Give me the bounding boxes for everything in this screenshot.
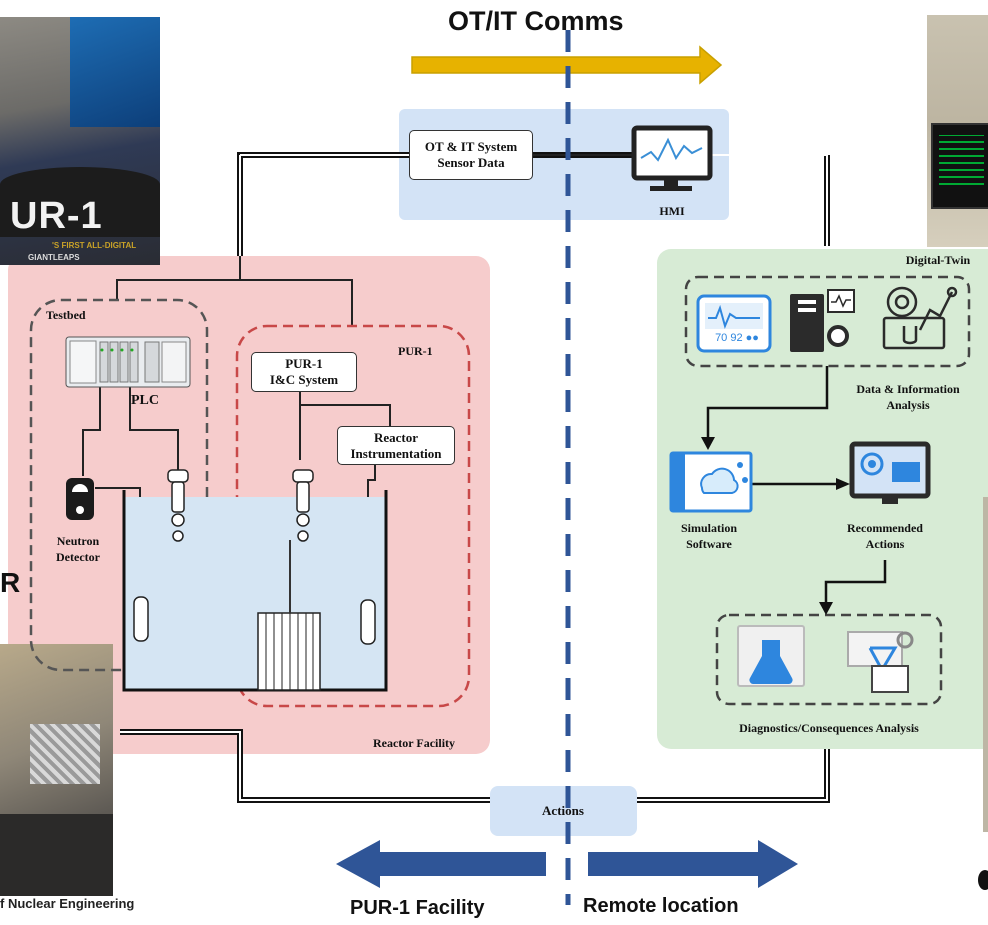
hmi-label: HMI: [659, 204, 685, 218]
ot-it-arrow: [411, 45, 723, 85]
actions-panel: [490, 786, 637, 836]
reactor-facility-label: Reactor Facility: [372, 736, 456, 750]
neutron-detector-icon: [66, 478, 94, 520]
photo-banner-text: 'S FIRST ALL-DIGITAL: [52, 241, 137, 250]
plc-icon: [65, 336, 191, 388]
sensor-data-box: OT & IT System Sensor Data: [409, 130, 533, 180]
recommended-actions-label: Recommended Actions: [847, 521, 923, 551]
photo-caption: f Nuclear Engineering: [0, 896, 135, 911]
analytics-icon: [882, 286, 958, 350]
simulation-software-icon: [669, 451, 753, 513]
actions-label: Actions: [542, 803, 584, 818]
cut-letter: R: [0, 567, 21, 598]
diagnostic-computer-icon: [847, 631, 914, 693]
arrow-left-facility: [336, 840, 546, 888]
bullet-dot: [978, 870, 988, 890]
pur1-group-label: PUR-1: [398, 344, 433, 358]
ic-system-box: PUR-1 I&C System: [251, 352, 357, 392]
fuel-assembly: [257, 540, 321, 691]
arrow-right-remote: [588, 840, 798, 888]
monitor-readout: 70 92 ●●: [715, 332, 759, 344]
control-room-photo-top-right: [927, 15, 988, 247]
photo-bottom-right-strip: [983, 497, 988, 832]
comms-title: OT/IT Comms: [448, 6, 624, 36]
vital-monitor-icon: [696, 294, 772, 353]
reactor-photo-bottom-left: [0, 644, 113, 896]
plc-label: PLC: [131, 393, 159, 408]
data-analysis-label: Data & Information Analysis: [856, 382, 960, 412]
lab-flask-icon: [737, 625, 805, 687]
hmi-monitor-icon: [631, 125, 713, 191]
reactor-instrumentation-box: Reactor Instrumentation: [337, 426, 455, 465]
testbed-label: Testbed: [46, 308, 86, 322]
pur1-facility-label: PUR-1 Facility: [350, 897, 485, 919]
neutron-detector-label: Neutron Detector: [56, 534, 100, 564]
diagnostics-label: Diagnostics/Consequences Analysis: [739, 721, 919, 735]
photo-banner-small: GIANTLEAPS: [28, 253, 80, 262]
digital-twin-title: Digital-Twin: [905, 253, 971, 267]
reactor-photo-top-left: UR-1 'S FIRST ALL-DIGITAL GIANTLEAPS: [0, 17, 160, 265]
photo-reactor-name: UR-1: [10, 195, 103, 237]
remote-location-label: Remote location: [583, 895, 739, 917]
simulation-software-label: Simulation Software: [680, 521, 737, 551]
server-gear-icon: [790, 289, 855, 352]
recommended-actions-icon: [849, 441, 931, 504]
